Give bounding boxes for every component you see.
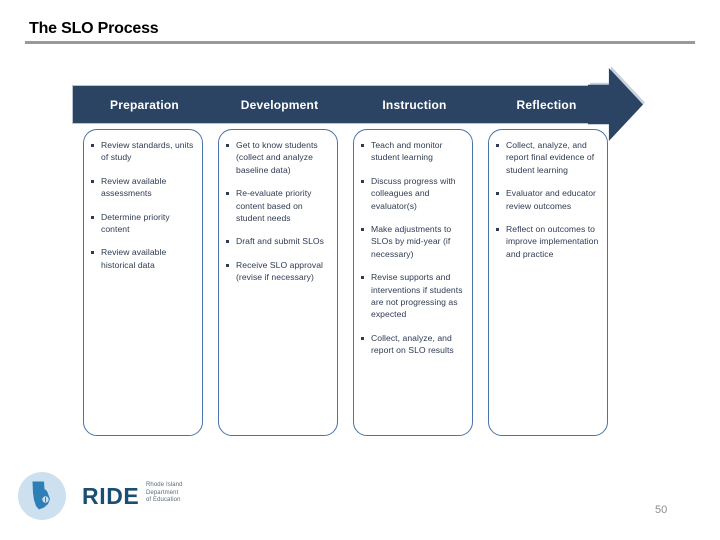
bullet-list-preparation: Review standards, units of study Review … bbox=[90, 139, 195, 271]
list-item: Discuss progress with colleagues and eva… bbox=[360, 175, 465, 212]
bullet-list-reflection: Collect, analyze, and report final evide… bbox=[495, 139, 600, 260]
stage-label-reflection: Reflection bbox=[516, 98, 577, 112]
ride-logo: RIDE Rhode Island Department of Educatio… bbox=[18, 470, 208, 522]
list-item: Review available assessments bbox=[90, 175, 195, 200]
list-item: Get to know students (collect and analyz… bbox=[225, 139, 330, 176]
stage-card-preparation: Review standards, units of study Review … bbox=[83, 129, 203, 436]
logo-tagline-line2: Department bbox=[146, 489, 179, 496]
list-item: Teach and monitor student learning bbox=[360, 139, 465, 164]
list-item: Collect, analyze, and report on SLO resu… bbox=[360, 332, 465, 357]
logo-wordmark: RIDE bbox=[82, 483, 140, 509]
page-number: 50 bbox=[655, 504, 668, 516]
logo-tagline-line3: of Education bbox=[146, 497, 181, 504]
list-item: Review available historical data bbox=[90, 246, 195, 271]
process-arrow-banner: Preparation Development Instruction Refl… bbox=[72, 66, 645, 141]
stage-card-instruction: Teach and monitor student learning Discu… bbox=[353, 129, 473, 436]
arrow-body bbox=[72, 85, 607, 124]
list-item: Receive SLO approval (revise if necessar… bbox=[225, 259, 330, 284]
list-item: Re-evaluate priority content based on st… bbox=[225, 187, 330, 224]
list-item: Make adjustments to SLOs by mid-year (if… bbox=[360, 223, 465, 260]
list-item: Draft and submit SLOs bbox=[225, 235, 330, 247]
list-item: Reflect on outcomes to improve implement… bbox=[495, 223, 600, 260]
list-item: Determine priority content bbox=[90, 211, 195, 236]
title-divider bbox=[25, 41, 695, 44]
stage-card-development: Get to know students (collect and analyz… bbox=[218, 129, 338, 436]
stage-cards-row: Review standards, units of study Review … bbox=[83, 129, 637, 436]
stage-label-instruction: Instruction bbox=[382, 98, 447, 112]
list-item: Collect, analyze, and report final evide… bbox=[495, 139, 600, 176]
bullet-list-development: Get to know students (collect and analyz… bbox=[225, 139, 330, 284]
rhode-island-state-icon bbox=[32, 481, 50, 510]
stage-card-reflection: Collect, analyze, and report final evide… bbox=[488, 129, 608, 436]
page-title: The SLO Process bbox=[29, 20, 159, 37]
logo-tagline-line1: Rhode Island bbox=[146, 482, 183, 488]
logo-tagline: Rhode Island Department of Education bbox=[146, 482, 183, 505]
list-item: Review standards, units of study bbox=[90, 139, 195, 164]
list-item: Revise supports and interventions if stu… bbox=[360, 271, 465, 321]
stage-label-development: Development bbox=[240, 98, 319, 112]
stage-label-preparation: Preparation bbox=[110, 98, 179, 112]
list-item: Evaluator and educator review outcomes bbox=[495, 187, 600, 212]
bullet-list-instruction: Teach and monitor student learning Discu… bbox=[360, 139, 465, 357]
